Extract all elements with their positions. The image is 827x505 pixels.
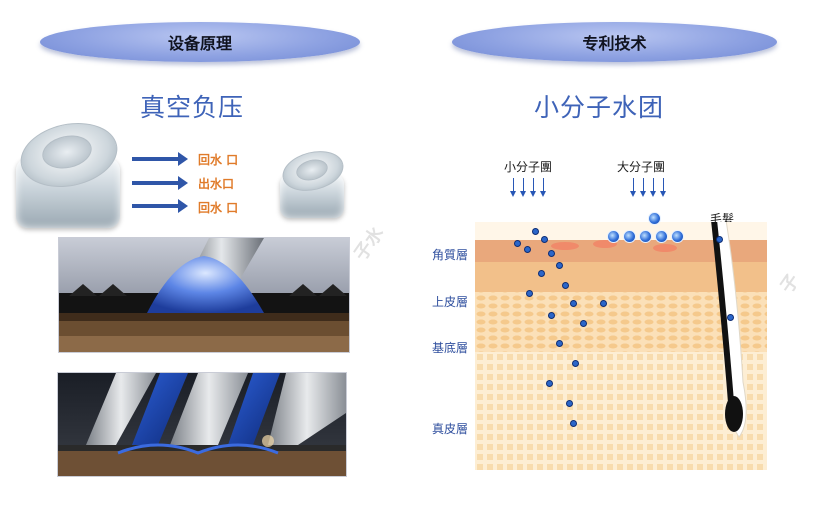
small-molecule-label: 小分子團 — [504, 160, 553, 174]
layer-label-basal: 基底層 — [432, 341, 469, 355]
port-label-return-1: 回水 口 — [198, 153, 239, 167]
left-header-text: 设备原理 — [167, 34, 232, 53]
layer-label-dermis: 真皮層 — [432, 422, 469, 436]
flow-arrow-3 — [132, 199, 188, 213]
vacuum-suction-illustration — [59, 238, 349, 352]
skin-cross-section — [475, 191, 767, 470]
large-cap-image — [12, 114, 124, 230]
water-circulation-panel — [57, 372, 347, 477]
right-section-title: 小分子水团 — [534, 93, 665, 122]
header-pill-left: 设备原理 — [40, 22, 360, 62]
large-molecule-label: 大分子團 — [617, 160, 666, 174]
port-label-outlet: 出水口 — [198, 177, 235, 191]
header-pill-right: 专利技术 — [452, 22, 777, 62]
flow-arrow-1 — [132, 152, 188, 166]
flow-arrow-2 — [132, 176, 188, 190]
left-section-title: 真空负压 — [140, 93, 245, 122]
layer-label-stratum-corneum: 角質層 — [432, 248, 469, 262]
skin-layers-illustration — [475, 191, 767, 470]
water-circulation-illustration — [58, 373, 346, 476]
watermark-right: 子 — [776, 270, 804, 298]
port-label-return-2: 回水 口 — [198, 201, 239, 215]
right-header-text: 专利技术 — [582, 34, 647, 53]
vacuum-suction-panel — [58, 237, 350, 353]
large-molecule-arrows — [630, 178, 670, 202]
small-cap-image — [278, 145, 348, 220]
layer-label-epidermis: 上皮層 — [432, 295, 469, 309]
watermark-left: 子水 — [350, 223, 389, 265]
small-molecule-arrows — [510, 178, 550, 202]
